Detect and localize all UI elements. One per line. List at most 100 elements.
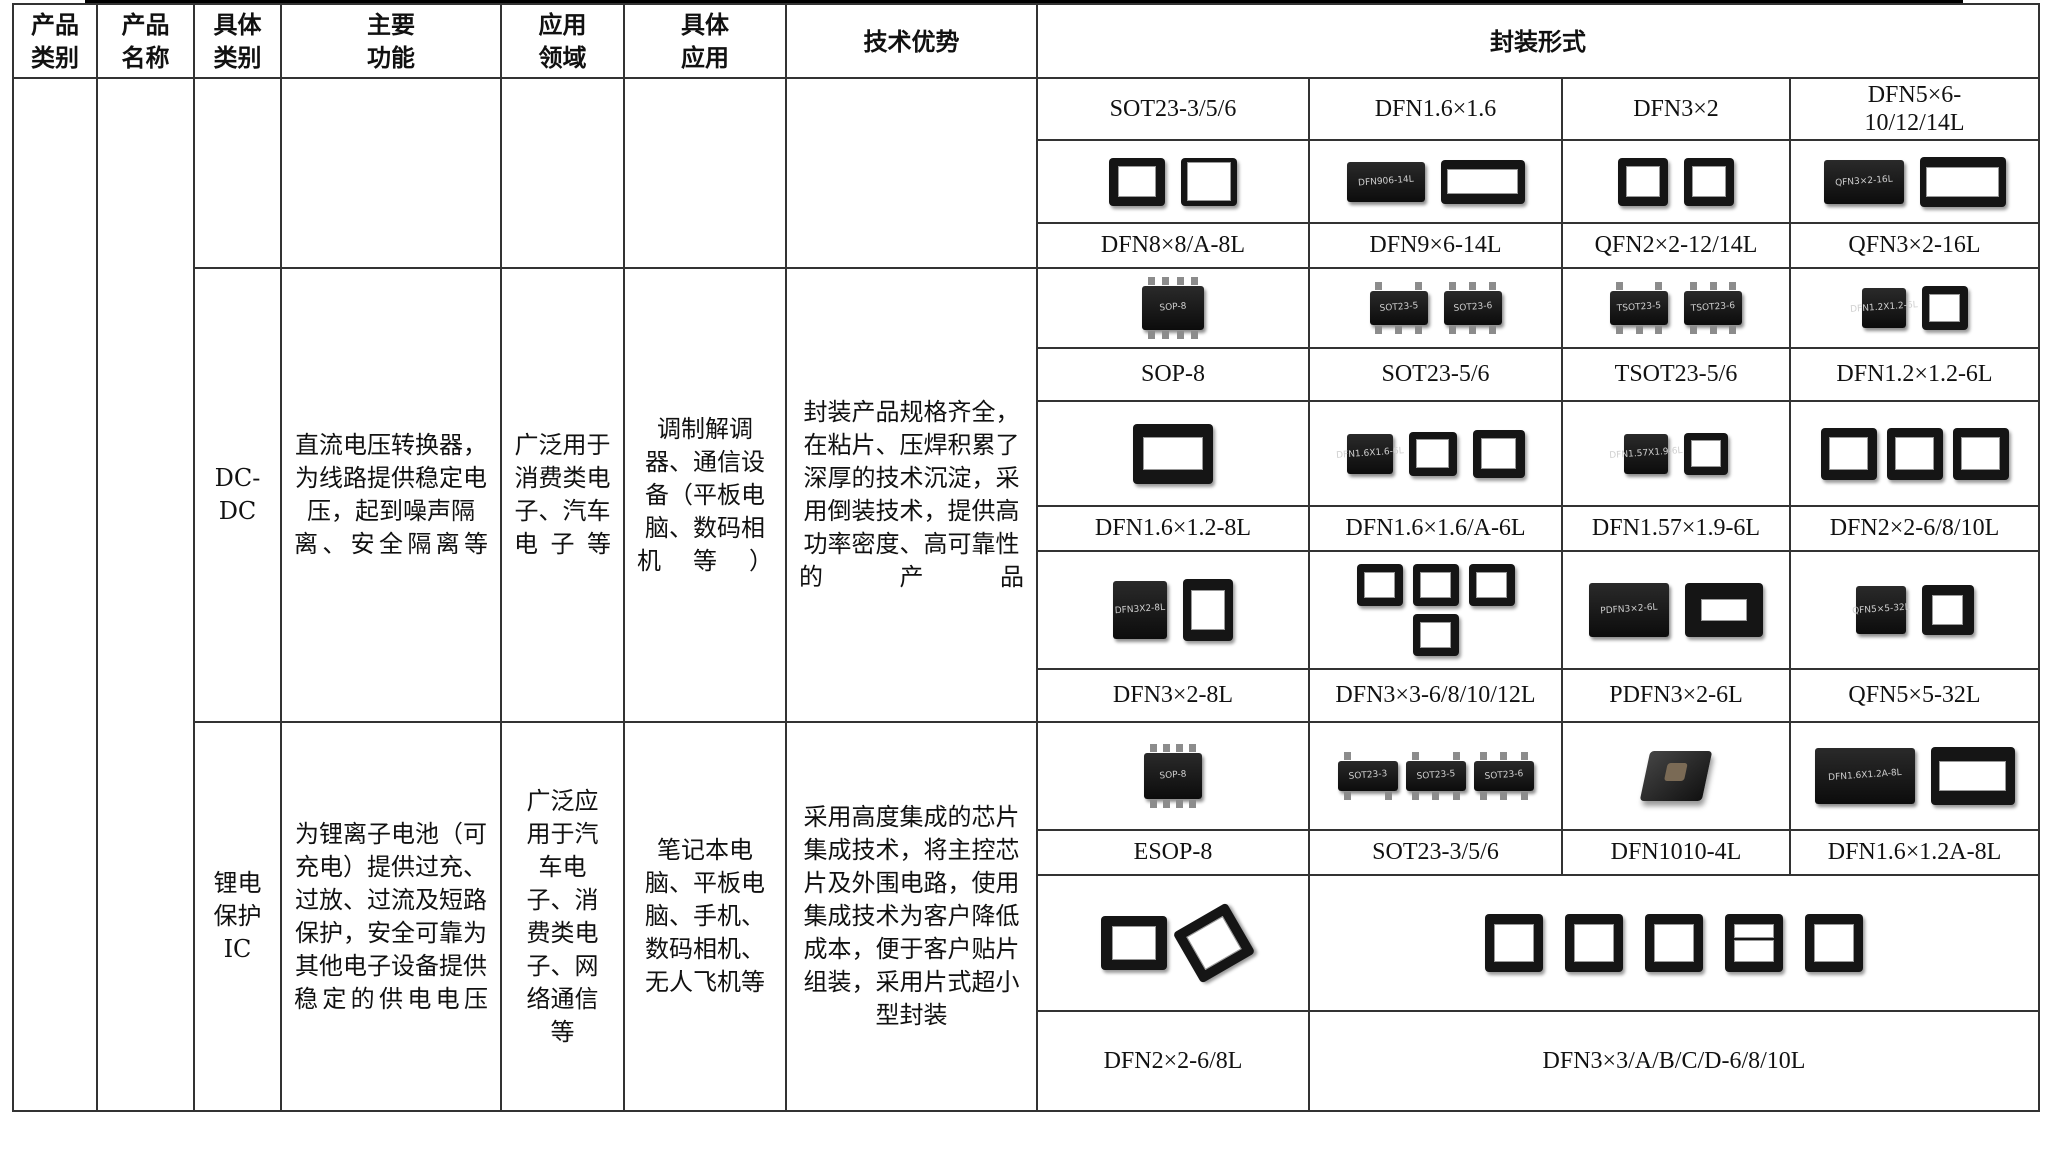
sot23-chip-icon: SOT23-3: [1337, 752, 1398, 800]
package-label: DFN1.6×1.2A-8L: [1789, 829, 2040, 876]
dfn-chip-icon: [1408, 431, 1457, 476]
package-image-cell: SOP-8: [1036, 721, 1310, 831]
header-specific-application: 具体 应用: [623, 3, 787, 79]
package-label: DFN2×2-6/8/10L: [1789, 505, 2040, 552]
package-image-cell: [1036, 139, 1310, 224]
package-label-row: DFN1.6×1.2-8L DFN1.6×1.6/A-6L DFN1.57×1.…: [13, 505, 2040, 552]
dfn-chip-icon: DFN3X2-8L: [1113, 581, 1167, 639]
package-label: TSOT23-5/6: [1561, 347, 1791, 402]
package-label: QFN3×2-16L: [1789, 222, 2040, 269]
prev-field-cell: [500, 77, 625, 269]
qfn-chip-icon: QFN3×2-16L: [1823, 159, 1904, 204]
dfn-chip-icon: [1485, 914, 1543, 972]
dfn-chip-icon: [1412, 614, 1459, 656]
dfn-chip-icon: [1820, 427, 1877, 480]
package-image-cell: DFN1.2X1.2-6L: [1789, 267, 2040, 349]
battery-function: 为锂离子电池（可充电）提供过充、过放、过流及短路保护，安全可靠为其他电子设备提供…: [280, 721, 502, 1112]
package-label: DFN3×3/A/B/C/D-6/8/10L: [1308, 1010, 2040, 1112]
package-image-cell: QFN3×2-16L: [1789, 139, 2040, 224]
package-image-cell: DFN906-14L: [1308, 139, 1563, 224]
package-label: QFN5×5-32L: [1789, 668, 2040, 723]
dcdc-category: DC- DC: [193, 267, 282, 723]
package-image-cell: SOT23-5 SOT23-6: [1308, 267, 1563, 349]
package-image-cell: SOP-8: [1036, 267, 1310, 349]
package-image-cell: TSOT23-5 TSOT23-6: [1561, 267, 1791, 349]
dfn-chip-icon: DFN1.6X1.2A-8L: [1814, 748, 1915, 804]
package-label-row: DFN3×2-8L DFN3×3-6/8/10/12L PDFN3×2-6L Q…: [13, 668, 2040, 723]
dfn-chip-icon: [1805, 914, 1863, 972]
qfn-chip-icon: QFN5×5-32L: [1851, 586, 1910, 634]
product-category-cell: [12, 77, 98, 1112]
header-application-field: 应用 领域: [500, 3, 625, 79]
dfn-chip-icon: [1181, 157, 1237, 206]
dfn-chip-icon: [1468, 564, 1515, 606]
package-label: DFN5×6- 10/12/14L: [1789, 77, 2040, 141]
dcdc-application: 调制解调器、通信设备（平板电脑、数码相机等）: [623, 267, 787, 723]
header-package-form: 封装形式: [1036, 3, 2040, 79]
sop8-chip-icon: SOP-8: [1142, 277, 1204, 339]
pdfn-chip-icon: [1685, 583, 1763, 637]
prev-function-cell: [280, 77, 502, 269]
package-image-cell: DFN3X2-8L: [1036, 550, 1310, 670]
dfn-chip-icon: [1172, 902, 1256, 984]
package-label: DFN2×2-6/8L: [1036, 1010, 1310, 1112]
battery-application: 笔记本电脑、平板电脑、手机、数码相机、无人飞机等: [623, 721, 787, 1112]
dcdc-function: 直流电压转换器，为线路提供稳定电压，起到噪声隔离、安全隔离等: [280, 267, 502, 723]
package-label-row: DFN2×2-6/8L DFN3×3/A/B/C/D-6/8/10L: [13, 1010, 2040, 1112]
dfn-chip-icon: [1440, 159, 1525, 204]
package-image-row: DFN3X2-8L PDFN3×2-6L QFN5×5-32L: [13, 550, 2040, 670]
header-tech-advantage: 技术优势: [785, 3, 1038, 79]
package-label: SOT23-5/6: [1308, 347, 1563, 402]
package-image-row: DFN906-14L QFN3×2-16L: [13, 139, 2040, 224]
package-image-cell: DFN1.6X1.6-6L: [1308, 400, 1563, 507]
sot23-chip-icon: SOT23-5: [1405, 752, 1466, 800]
tsot23-chip-icon: TSOT23-6: [1684, 282, 1742, 334]
package-label-row: SOP-8 SOT23-5/6 TSOT23-5/6 DFN1.2×1.2-6L: [13, 347, 2040, 402]
battery-advantage: 采用高度集成的芯片集成技术，将主控芯片及外围电路，使用集成技术为客户降低成本，便…: [785, 721, 1038, 1112]
package-image-cell: [1308, 550, 1563, 670]
package-label: DFN8×8/A-8L: [1036, 222, 1310, 269]
dcdc-advantage: 封装产品规格齐全，在粘片、压焊积累了深厚的技术沉淀，采用倒装技术，提供高功率密度…: [785, 267, 1038, 723]
package-image-cell: [1561, 721, 1791, 831]
package-image-cell: DFN1.57X1.9-6L: [1561, 400, 1791, 507]
package-image-cell: [1036, 874, 1310, 1012]
package-label: ESOP-8: [1036, 829, 1310, 876]
battery-category: 锂电 保护 IC: [193, 721, 282, 1112]
package-label: PDFN3×2-6L: [1561, 668, 1791, 723]
package-label: DFN3×2: [1561, 77, 1791, 141]
package-label-row: DFN8×8/A-8L DFN9×6-14L QFN2×2-12/14L QFN…: [13, 222, 2040, 269]
sot23-chip-icon: SOT23-6: [1473, 752, 1534, 800]
prev-advantage-cell: [785, 77, 1038, 269]
header-product-name: 产品 名称: [96, 3, 195, 79]
product-table: 产品 类别 产品 名称 具体 类别 主要 功能 应用 领域 具体 应用 技术优势…: [12, 3, 2040, 1112]
package-image-row: [13, 874, 2040, 1012]
package-label: DFN1.6×1.2-8L: [1036, 505, 1310, 552]
prev-application-cell: [623, 77, 787, 269]
package-image-cell: PDFN3×2-6L: [1561, 550, 1791, 670]
dfn-chip-icon: DFN1.57X1.9-6L: [1609, 433, 1683, 474]
package-image-cell: [1308, 874, 2040, 1012]
package-image-cell: QFN5×5-32L: [1789, 550, 2040, 670]
dfn-chip-icon: [1109, 157, 1165, 206]
dfn-chip-icon: [1645, 914, 1703, 972]
header-product-category: 产品 类别: [12, 3, 98, 79]
package-image-cell: [1036, 400, 1310, 507]
sot23-chip-icon: SOT23-5: [1369, 282, 1428, 334]
dfn-chip-icon: [1684, 432, 1728, 475]
dfn-chip-icon: [1725, 914, 1783, 972]
qfn-chip-icon: [1919, 156, 2006, 207]
dfn-chip-icon: DFN1.2X1.2-6L: [1849, 288, 1918, 328]
package-label: SOP-8: [1036, 347, 1310, 402]
pdfn-chip-icon: PDFN3×2-6L: [1589, 583, 1669, 637]
package-label: DFN9×6-14L: [1308, 222, 1563, 269]
dfn-chip-icon: DFN906-14L: [1346, 161, 1425, 202]
esop8-chip-icon: SOP-8: [1144, 744, 1202, 808]
package-image-cell: SOT23-3 SOT23-5 SOT23-6: [1308, 721, 1563, 831]
dfn-chip-icon: [1472, 429, 1525, 478]
package-label: DFN1.6×1.6: [1308, 77, 1563, 141]
battery-image-row: 锂电 保护 IC 为锂离子电池（可充电）提供过充、过放、过流及短路保护，安全可靠…: [13, 721, 2040, 1112]
dfn1010-chip-icon: [1639, 751, 1713, 801]
battery-field: 广泛应用于汽车电子、消费类电子、网络通信等: [500, 721, 625, 1112]
package-label: DFN1.57×1.9-6L: [1561, 505, 1791, 552]
package-label: DFN1.2×1.2-6L: [1789, 347, 2040, 402]
